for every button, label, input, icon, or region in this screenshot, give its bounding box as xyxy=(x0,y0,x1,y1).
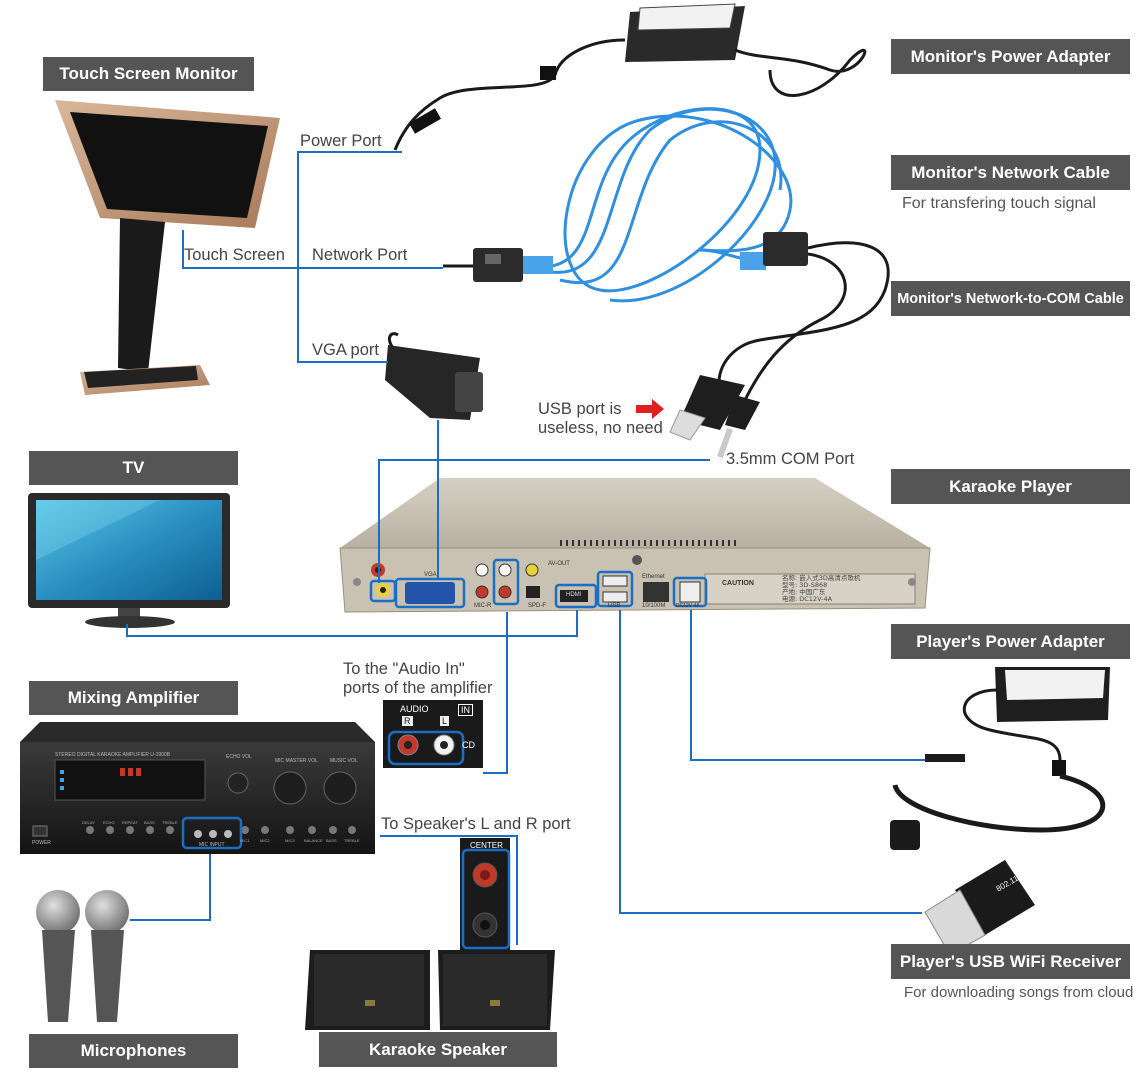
amp-knob-label: TREBLE xyxy=(344,838,360,843)
player-model-line: 电源: DC12V-4A xyxy=(782,595,833,603)
audio-panel-r: R xyxy=(402,716,413,726)
amp-mic-master-vol: MIC MASTER VOL xyxy=(275,758,318,764)
network-to-com-cable-image xyxy=(669,241,890,459)
port-highlights xyxy=(181,558,708,950)
label-player-usb-wifi-receiver: Player's USB WiFi Receiver xyxy=(891,944,1130,979)
label-karaoke-player: Karaoke Player xyxy=(891,469,1130,504)
monitor-network-cable-image xyxy=(524,107,793,303)
network-cable-connectors xyxy=(443,232,808,282)
amp-music-vol: MUSIC VOL xyxy=(330,758,358,764)
player-ethernet-label: Ethernet xyxy=(642,574,665,580)
audio-panel-cd: CD xyxy=(462,740,475,750)
amp-knob-label: MIC3 xyxy=(285,838,295,843)
text-usb-useless-line1: USB port is xyxy=(538,400,622,418)
speaker-terminal-image xyxy=(460,838,510,950)
player-hdmi-label: HDMI xyxy=(566,592,582,598)
note-player-usb-wifi-receiver: For downloading songs from cloud xyxy=(904,984,1134,1001)
player-model-line: 产地: 中国广东 xyxy=(782,588,826,596)
label-karaoke-speaker: Karaoke Speaker xyxy=(319,1032,557,1067)
player-power-adapter-image xyxy=(890,667,1110,850)
label-monitor-power-adapter: Monitor's Power Adapter xyxy=(891,39,1130,74)
label-player-power-adapter: Player's Power Adapter xyxy=(891,624,1130,659)
wifi-receiver-image xyxy=(924,860,1035,956)
audio-panel-title: AUDIO xyxy=(400,704,429,714)
text-usb-useless-line2: useless, no need xyxy=(538,419,663,437)
amp-knob-label: BASS xyxy=(144,820,155,825)
mixing-amplifier-image xyxy=(20,722,375,854)
player-mic-r-label: MIC-R xyxy=(474,603,492,609)
amp-knob-label: ECHO xyxy=(103,820,115,825)
text-vga-port: VGA port xyxy=(312,341,379,360)
amp-power-label: POWER xyxy=(32,840,51,846)
red-arrow-icon xyxy=(636,399,664,419)
microphones-image xyxy=(36,890,129,1022)
player-dc-label: DC12V 4A xyxy=(676,603,700,609)
karaoke-player-image xyxy=(339,478,931,613)
label-touch-screen-monitor: Touch Screen Monitor xyxy=(43,57,254,91)
connector-lines xyxy=(126,151,925,945)
player-vga-label: VGA xyxy=(424,572,437,578)
label-monitor-network-cable: Monitor's Network Cable xyxy=(891,155,1130,190)
audio-panel-l: L xyxy=(440,716,450,726)
label-microphones: Microphones xyxy=(29,1034,238,1068)
text-power-port: Power Port xyxy=(300,132,382,151)
monitor-power-adapter-image xyxy=(393,3,867,151)
label-monitor-network-to-com-cable: Monitor's Network-to-COM Cable xyxy=(891,281,1130,316)
amp-title: STEREO DIGITAL KARAOKE AMPLIFIER U-1900B xyxy=(55,752,171,758)
karaoke-speakers-image xyxy=(305,950,555,1030)
text-network-port: Network Port xyxy=(312,246,408,265)
amp-knob-label: TREBLE xyxy=(162,820,178,825)
label-mixing-amplifier: Mixing Amplifier xyxy=(29,681,238,715)
amp-echo-vol: ECHO VOL xyxy=(226,754,252,760)
note-monitor-network-cable: For transfering touch signal xyxy=(902,195,1096,212)
vga-cable-image xyxy=(385,332,483,420)
amp-knob-label: DELAY xyxy=(82,820,95,825)
player-ethernet-speed-label: 10/100M xyxy=(642,603,666,609)
label-tv: TV xyxy=(29,451,238,485)
text-com-port: 3.5mm COM Port xyxy=(726,450,855,469)
player-usb-label: USB xyxy=(608,603,621,609)
tv-image xyxy=(28,493,230,628)
audio-panel-in: IN xyxy=(458,704,473,716)
amp-knob-label: REPEAT xyxy=(122,820,138,825)
touch-screen-monitor-image xyxy=(55,100,280,395)
amp-knob-label: BASS xyxy=(326,838,337,843)
audio-in-panel-image xyxy=(383,700,483,768)
speaker-center-label: CENTER xyxy=(470,841,503,850)
amp-knob-label: MIC1 xyxy=(240,838,250,843)
player-model-line: 型号: 3D-S868 xyxy=(782,581,828,589)
player-caution-label: CAUTION xyxy=(722,580,754,587)
amp-mic-input-label: MIC INPUT xyxy=(199,842,225,848)
player-model-info: 名称: 嵌入式3D高清点歌机 型号: 3D-S868 产地: 中国广东 电源: … xyxy=(782,575,860,603)
text-touch-screen: Touch Screen xyxy=(184,246,285,265)
text-speaker-port: To Speaker's L and R port xyxy=(381,815,571,834)
player-av-out-label: AV-OUT xyxy=(548,561,570,567)
amp-knob-label: BALANCE xyxy=(304,838,323,843)
player-model-line: 名称: 嵌入式3D高清点歌机 xyxy=(782,574,861,582)
text-audio-in-line1: To the "Audio In" xyxy=(343,660,465,679)
amp-knob-label: MIC2 xyxy=(260,838,270,843)
player-spdif-label: SPD-F xyxy=(528,603,546,609)
text-audio-in-line2: ports of the amplifier xyxy=(343,679,493,698)
